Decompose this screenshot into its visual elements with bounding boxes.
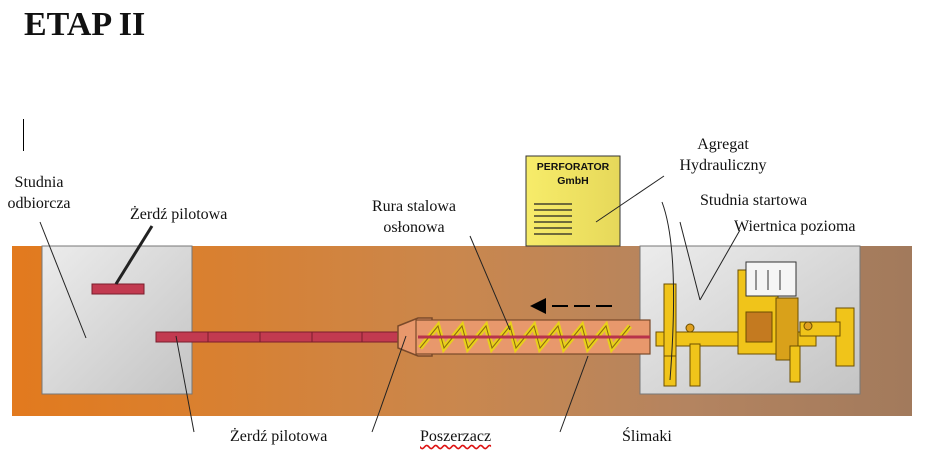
hydraulic-unit	[525, 155, 621, 247]
brand-logo: PERFORATOR GmbH	[528, 160, 618, 188]
hydraulic-unit-vents	[534, 203, 572, 235]
label-agregat: Agregat Hydrauliczny	[668, 134, 778, 176]
text-cursor	[23, 119, 24, 151]
label-studnia-odbiorcza: Studnia odbiorcza	[4, 172, 74, 214]
label-zerdz-top: Żerdź pilotowa	[130, 206, 228, 223]
label-slimaki: Ślimaki	[622, 428, 672, 445]
page-title: ETAP II	[24, 6, 146, 43]
label-line: Agregat	[697, 136, 749, 153]
label-line: Rura stalowa	[372, 198, 456, 215]
brand-line2: GmbH	[557, 175, 589, 187]
label-poszerzacz: Poszerzacz	[420, 428, 492, 445]
label-studnia-startowa: Studnia startowa	[700, 192, 808, 209]
pilot-rod-piece	[91, 283, 145, 295]
label-line: Hydrauliczny	[679, 157, 767, 174]
label-rura: Rura stalowa osłonowa	[358, 196, 470, 238]
leader-lines	[39, 175, 741, 433]
label-line: Studnia	[14, 174, 64, 191]
label-line: odbiorcza	[7, 195, 71, 212]
brand-line1: PERFORATOR	[536, 161, 610, 173]
label-wiertnica: Wiertnica pozioma	[734, 218, 856, 235]
receiving-pit	[41, 245, 193, 395]
label-line: osłonowa	[383, 219, 445, 236]
label-zerdz-bottom: Żerdź pilotowa	[230, 428, 328, 445]
pilot-rod-string	[155, 331, 409, 343]
